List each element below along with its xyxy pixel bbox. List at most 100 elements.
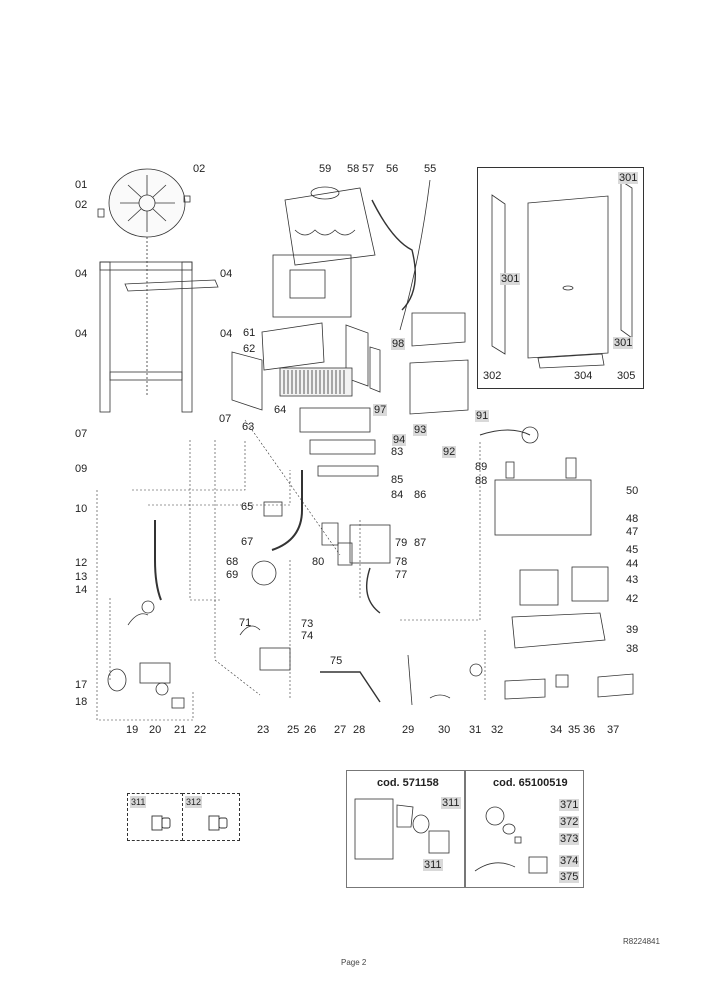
part-label-89: 89 — [475, 461, 488, 473]
part-label-75: 75 — [330, 655, 343, 667]
fitting-box-312: 312 — [182, 793, 240, 841]
part-label-09: 09 — [75, 463, 88, 475]
part-label-87: 87 — [414, 537, 427, 549]
part-label-28: 28 — [353, 724, 366, 736]
combustion-hood — [284, 186, 376, 266]
part-label-32: 32 — [491, 724, 504, 736]
part-label-17: 17 — [75, 679, 88, 691]
part-label-36: 36 — [583, 724, 596, 736]
part-label-305: 305 — [617, 370, 636, 382]
page-number: Page 2 — [341, 958, 367, 967]
part-label-94: 94 — [392, 434, 407, 446]
part-label-45: 45 — [626, 544, 639, 556]
frame — [99, 261, 219, 413]
part-label-74: 74 — [301, 630, 314, 642]
part-label-67: 67 — [241, 536, 254, 548]
part-label-77: 77 — [395, 569, 408, 581]
part-label-04: 04 — [220, 268, 233, 280]
part-label-04: 04 — [220, 328, 233, 340]
part-label-91: 91 — [475, 410, 490, 422]
part-label-73: 73 — [301, 618, 314, 630]
part-label-78: 78 — [395, 556, 408, 568]
part-label-47: 47 — [626, 526, 639, 538]
part-label-68: 68 — [226, 556, 239, 568]
part-label-71: 71 — [239, 617, 252, 629]
part-label-97: 97 — [373, 404, 388, 416]
part-label-79: 79 — [395, 537, 408, 549]
part-label-86: 86 — [414, 489, 427, 501]
part-label-64: 64 — [274, 404, 287, 416]
kit-65100519: cod. 65100519 371 372 373 374 375 — [464, 770, 584, 888]
fitting-code: 311 — [130, 796, 147, 808]
part-label-301: 301 — [613, 337, 634, 349]
part-label-18: 18 — [75, 696, 88, 708]
expansion-vessel — [108, 168, 186, 238]
part-label-07: 07 — [75, 428, 88, 440]
part-label-23: 23 — [257, 724, 270, 736]
part-label-98: 98 — [391, 338, 406, 350]
part-label-63: 63 — [242, 421, 255, 433]
part-label-304: 304 — [574, 370, 593, 382]
part-label-57: 57 — [362, 163, 375, 175]
part-label-14: 14 — [75, 584, 88, 596]
part-label-29: 29 — [402, 724, 415, 736]
part-label-48: 48 — [626, 513, 639, 525]
part-label-31: 31 — [469, 724, 482, 736]
part-label-04: 04 — [75, 268, 88, 280]
drawing-code: R8224841 — [623, 937, 660, 946]
fitting-icon — [151, 815, 171, 831]
part-label-375: 375 — [559, 871, 580, 883]
part-label-301: 301 — [618, 172, 639, 184]
part-label-83: 83 — [391, 446, 404, 458]
fitting-box-311: 311 — [127, 793, 183, 841]
part-label-01: 01 — [75, 179, 88, 191]
part-label-34: 34 — [550, 724, 563, 736]
kit-571158: cod. 571158 311 311 — [346, 770, 466, 888]
part-label-02: 02 — [75, 199, 88, 211]
part-label-35: 35 — [568, 724, 581, 736]
part-label-372: 372 — [559, 816, 580, 828]
part-label-10: 10 — [75, 503, 88, 515]
part-label-50: 50 — [626, 485, 639, 497]
part-label-58: 58 — [347, 163, 360, 175]
kit-title: cod. 571158 — [377, 777, 439, 789]
part-label-43: 43 — [626, 574, 639, 586]
part-label-27: 27 — [334, 724, 347, 736]
part-label-12: 12 — [75, 557, 88, 569]
part-label-55: 55 — [424, 163, 437, 175]
part-label-85: 85 — [391, 474, 404, 486]
part-label-61: 61 — [243, 327, 256, 339]
part-label-26: 26 — [304, 724, 317, 736]
part-label-93: 93 — [413, 424, 428, 436]
part-label-13: 13 — [75, 571, 88, 583]
fitting-code: 312 — [185, 796, 203, 808]
kit-drawing — [474, 806, 548, 874]
part-label-62: 62 — [243, 343, 256, 355]
part-label-19: 19 — [126, 724, 139, 736]
part-label-371: 371 — [559, 799, 580, 811]
part-label-80: 80 — [312, 556, 325, 568]
part-label-39: 39 — [626, 624, 639, 636]
part-label-374: 374 — [559, 855, 580, 867]
casing-inset: 301 301 301 302 304 305 — [477, 167, 644, 389]
part-label-42: 42 — [626, 593, 639, 605]
part-label-04: 04 — [75, 328, 88, 340]
part-label-56: 56 — [386, 163, 399, 175]
part-label-69: 69 — [226, 569, 239, 581]
part-label-30: 30 — [438, 724, 451, 736]
part-label-07: 07 — [219, 413, 232, 425]
part-label-59: 59 — [319, 163, 332, 175]
part-label-25: 25 — [287, 724, 300, 736]
part-label-65: 65 — [241, 501, 254, 513]
part-label-373: 373 — [559, 833, 580, 845]
part-label-38: 38 — [626, 643, 639, 655]
part-label-37: 37 — [607, 724, 620, 736]
kit-title: cod. 65100519 — [493, 777, 568, 789]
part-label-92: 92 — [442, 446, 457, 458]
part-label-301: 301 — [500, 273, 521, 285]
part-label-22: 22 — [194, 724, 207, 736]
part-label-02: 02 — [193, 163, 206, 175]
part-label-44: 44 — [626, 558, 639, 570]
part-label-311: 311 — [423, 859, 443, 871]
